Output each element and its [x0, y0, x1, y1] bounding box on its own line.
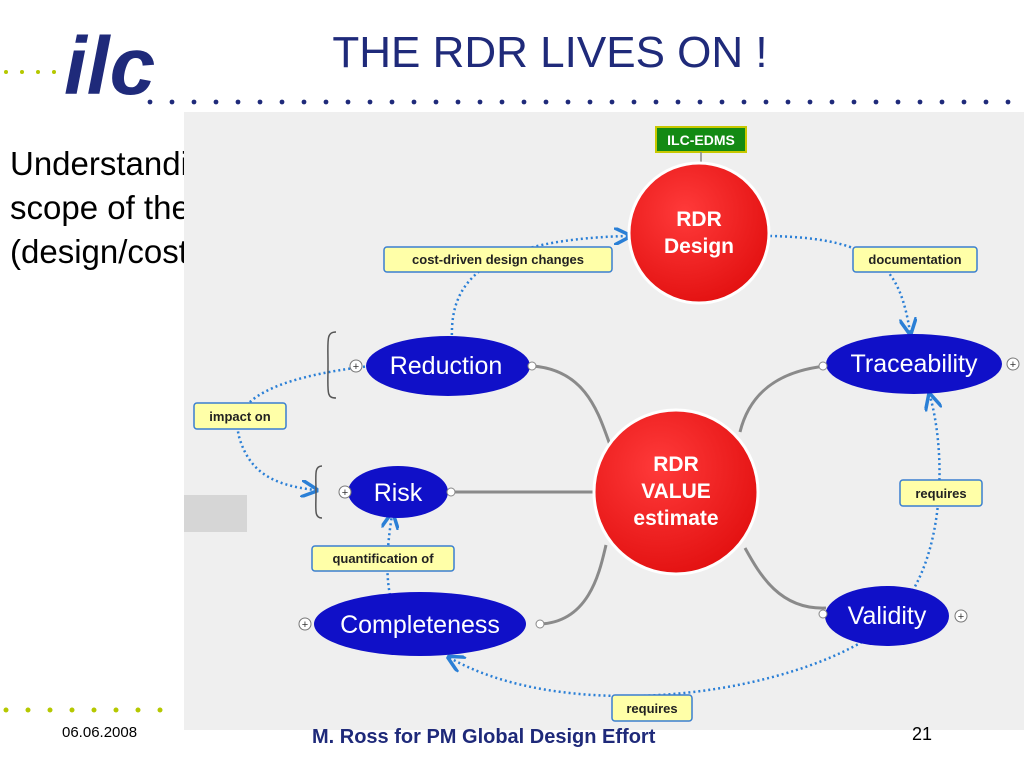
decor-dot	[389, 99, 395, 105]
node-anchors	[446, 361, 828, 629]
slide-title: THE RDR LIVES ON !	[332, 28, 768, 77]
rdr-design-line: Design	[664, 235, 734, 258]
svg-text:+: +	[342, 487, 348, 499]
decor-dot	[279, 99, 285, 105]
quantification-text: quantification of	[332, 551, 434, 566]
expand-validity-icon[interactable]: +	[954, 609, 968, 623]
decor-dot	[455, 99, 461, 105]
brackets	[315, 331, 337, 519]
decor-dot	[587, 99, 593, 105]
decor-dot	[741, 99, 747, 105]
decor-dot	[873, 99, 879, 105]
svg-text:+: +	[353, 361, 359, 373]
decor-dot	[763, 99, 769, 105]
edms-tag[interactable]: ILC-EDMS	[655, 126, 747, 153]
decor-dot	[565, 99, 571, 105]
ilc-logo: ilc	[64, 21, 155, 105]
page-number: 21	[912, 724, 933, 744]
decor-dot	[785, 99, 791, 105]
decor-dot	[939, 99, 945, 105]
validity-node[interactable]: Validity	[825, 586, 949, 646]
svg-text:+: +	[302, 619, 308, 631]
gray-block	[184, 495, 247, 532]
decor-dot	[323, 99, 329, 105]
risk-node[interactable]: Risk	[348, 466, 448, 518]
decor-dot	[697, 99, 703, 105]
decor-dot	[807, 99, 813, 105]
decor-dot	[719, 99, 725, 105]
rdr-design-line: RDR	[676, 208, 722, 231]
branch-connectors	[452, 364, 827, 626]
decor-dot	[983, 99, 989, 105]
decor-dot	[851, 99, 857, 105]
expand-risk-icon[interactable]: +	[338, 485, 352, 499]
rdr-value-line: VALUE	[641, 480, 711, 503]
decor-dot	[829, 99, 835, 105]
decor-dot	[521, 99, 527, 105]
requires-bottom-text: requires	[626, 701, 677, 716]
requires-bottom-label: requires	[611, 694, 693, 722]
traceability-node[interactable]: Traceability	[826, 334, 1002, 394]
decor-dot	[169, 99, 175, 105]
edms-label: ILC-EDMS	[667, 132, 735, 148]
decor-dot	[961, 99, 967, 105]
decor-dot	[675, 99, 681, 105]
rdr-value-line: estimate	[633, 507, 718, 530]
expand-reduction-icon[interactable]: +	[349, 359, 363, 373]
decor-dot	[345, 99, 351, 105]
svg-text:+: +	[958, 611, 964, 623]
completeness-node[interactable]: Completeness	[314, 592, 526, 656]
decor-dot	[213, 99, 219, 105]
footer-date: 06.06.2008	[62, 724, 138, 741]
decor-dot	[917, 99, 923, 105]
completeness-label: Completeness	[340, 611, 500, 639]
traceability-label: Traceability	[851, 350, 978, 378]
rdr-design-node[interactable]: RDR Design	[627, 161, 771, 305]
decor-dot	[367, 99, 373, 105]
arrow-design-to-traceability	[769, 234, 910, 332]
documentation-text: documentation	[868, 252, 961, 267]
decor-dot	[257, 99, 263, 105]
impact-on-text: impact on	[209, 409, 270, 424]
footer-center: M. Ross for PM Global Design Effort	[312, 726, 656, 748]
requires-right-text: requires	[915, 486, 966, 501]
decor-dot	[609, 99, 615, 105]
decor-dot	[1005, 99, 1011, 105]
decor-dot	[301, 99, 307, 105]
reduction-label: Reduction	[390, 352, 503, 380]
top-dotted-line	[4, 70, 1011, 105]
rdr-value-node[interactable]: RDR VALUE estimate	[592, 408, 760, 576]
expand-completeness-icon[interactable]: +	[298, 617, 312, 631]
risk-label: Risk	[374, 479, 423, 507]
bottom-dotted-line	[3, 707, 163, 713]
decor-dot	[895, 99, 901, 105]
ilc-logo-text: ilc	[64, 21, 155, 105]
decor-dot	[433, 99, 439, 105]
rdr-value-line: RDR	[653, 453, 699, 476]
reduction-node[interactable]: Reduction	[366, 336, 530, 396]
decor-dot	[411, 99, 417, 105]
cost-driven-label: cost-driven design changes	[383, 246, 613, 273]
cost-driven-text: cost-driven design changes	[412, 252, 584, 267]
decor-dot	[499, 99, 505, 105]
decor-dot	[147, 99, 153, 105]
decor-dot	[653, 99, 659, 105]
decor-dot	[543, 99, 549, 105]
arrow-impact	[236, 364, 371, 490]
decor-dot	[191, 99, 197, 105]
svg-text:+: +	[1010, 359, 1016, 371]
impact-on-label: impact on	[193, 402, 287, 430]
decor-dot	[235, 99, 241, 105]
decor-dot	[631, 99, 637, 105]
requires-right-label: requires	[899, 479, 983, 507]
quantification-label: quantification of	[311, 545, 455, 572]
validity-label: Validity	[848, 602, 927, 630]
documentation-label: documentation	[852, 246, 978, 273]
expand-traceability-icon[interactable]: +	[1006, 357, 1020, 371]
decor-dot	[477, 99, 483, 105]
